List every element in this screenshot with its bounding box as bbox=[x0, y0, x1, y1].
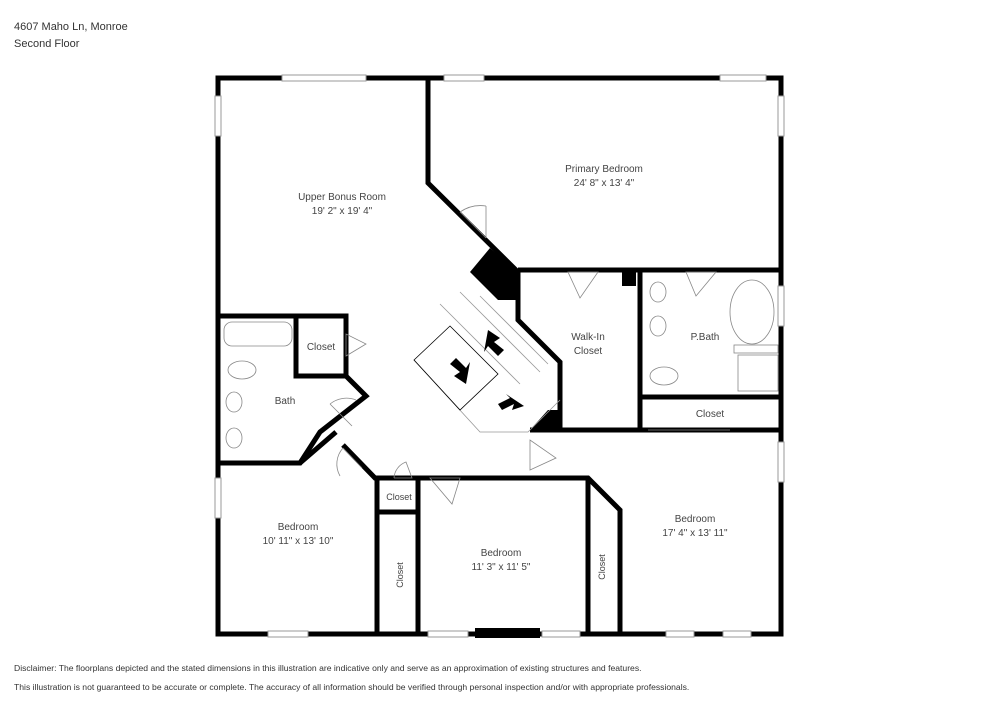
arrow-up-icon bbox=[484, 330, 504, 356]
room-name: Bedroom bbox=[278, 522, 319, 533]
sink bbox=[225, 427, 243, 449]
arrow-up-icon bbox=[498, 394, 524, 410]
wall-blocks bbox=[470, 248, 636, 638]
tub-step bbox=[733, 344, 779, 354]
toilet bbox=[649, 366, 679, 386]
stair-arrows bbox=[450, 330, 524, 410]
windows bbox=[214, 74, 785, 638]
sink bbox=[225, 391, 243, 413]
room-name: Closet bbox=[307, 342, 336, 353]
room-dims: 10' 11" x 13' 10" bbox=[263, 536, 334, 547]
room-name: Upper Bonus Room bbox=[298, 192, 386, 203]
shower bbox=[737, 354, 779, 392]
room-name: Closet bbox=[395, 562, 405, 588]
room-name: Primary Bedroom bbox=[565, 164, 643, 175]
room-name: Closet bbox=[696, 409, 725, 420]
room-name-line2: Closet bbox=[574, 346, 603, 357]
room-name: Bedroom bbox=[675, 514, 716, 525]
floor-label: Second Floor bbox=[14, 38, 80, 50]
room-dims: 19' 2" x 19' 4" bbox=[312, 206, 373, 217]
address-title: 4607 Maho Ln, Monroe bbox=[14, 21, 128, 33]
room-name: Closet bbox=[386, 492, 412, 502]
room-dims: 11' 3" x 11' 5" bbox=[472, 562, 531, 573]
stairs bbox=[413, 291, 561, 433]
room-name: Bath bbox=[275, 396, 296, 407]
fixtures bbox=[223, 279, 779, 449]
tub bbox=[729, 279, 775, 345]
room-name: Closet bbox=[597, 554, 607, 580]
room-dims: 17' 4" x 13' 11" bbox=[662, 528, 728, 539]
arrow-down-icon bbox=[450, 358, 470, 384]
room-name: Walk-In bbox=[571, 332, 605, 343]
room-name: Bedroom bbox=[481, 548, 522, 559]
bathtub bbox=[223, 321, 293, 347]
toilet bbox=[227, 360, 257, 380]
sink bbox=[649, 315, 667, 337]
room-dims: 24' 8" x 13' 4" bbox=[574, 178, 635, 189]
walls bbox=[215, 75, 784, 637]
sink bbox=[649, 281, 667, 303]
disclaimer-line-1: Disclaimer: The floorplans depicted and … bbox=[14, 663, 642, 673]
doors bbox=[329, 205, 730, 505]
disclaimer-line-2: This illustration is not guaranteed to b… bbox=[14, 682, 690, 692]
room-name: P.Bath bbox=[691, 332, 720, 343]
